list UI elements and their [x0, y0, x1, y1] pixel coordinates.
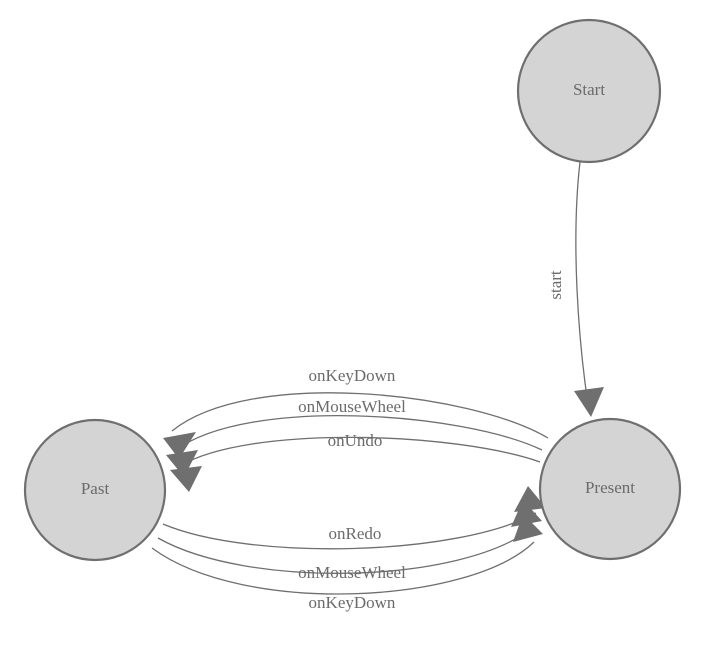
edge-label-past-present-keydown: onKeyDown — [309, 593, 396, 612]
edge-label-start: start — [546, 270, 565, 300]
edge-present-to-past-mousewheel[interactable]: onMouseWheel — [166, 397, 543, 477]
edge-path-present-past-3 — [179, 436, 541, 467]
node-start-label: Start — [573, 80, 605, 99]
node-start-circle — [516, 18, 662, 164]
edge-past-to-present-redo[interactable]: onRedo — [162, 486, 546, 550]
edge-path-present-past-1 — [171, 392, 549, 439]
edge-past-to-present-keydown[interactable]: onKeyDown — [151, 514, 543, 612]
arrowhead-past-present-2 — [511, 500, 542, 527]
arrowhead-present-past-3 — [170, 466, 202, 492]
arrowhead-present-past-1 — [163, 432, 196, 459]
edge-path-past-present-3 — [151, 541, 535, 595]
edge-present-to-past-keydown[interactable]: onKeyDown — [163, 366, 549, 459]
node-past-label: Past — [81, 479, 110, 498]
edge-path-past-present-2 — [157, 527, 533, 574]
edge-label-present-past-keydown: onKeyDown — [309, 366, 396, 385]
node-present-circle — [538, 417, 682, 561]
edge-present-to-past-undo[interactable]: onUndo — [170, 431, 541, 492]
node-present-label: Present — [585, 478, 635, 497]
edge-label-present-past-mousewheel: onMouseWheel — [298, 397, 406, 416]
edge-past-to-present-mousewheel[interactable]: onMouseWheel — [157, 500, 542, 582]
node-past[interactable]: Past — [23, 418, 167, 562]
node-start[interactable]: Start — [516, 18, 662, 164]
edge-label-present-past-undo: onUndo — [328, 431, 383, 450]
edge-path-past-present-1 — [162, 512, 537, 550]
edge-path-present-past-2 — [175, 415, 543, 451]
arrowhead-present-past-2 — [166, 450, 198, 477]
node-present[interactable]: Present — [538, 417, 682, 561]
edge-label-past-present-mousewheel: onMouseWheel — [298, 563, 406, 582]
edge-label-past-present-redo: onRedo — [329, 524, 382, 543]
arrowhead-past-present-3 — [513, 514, 543, 542]
arrowhead-start-present — [574, 387, 604, 417]
edge-path-start-present — [575, 161, 590, 412]
node-past-circle — [23, 418, 167, 562]
edge-start-to-present[interactable]: start — [546, 161, 604, 417]
